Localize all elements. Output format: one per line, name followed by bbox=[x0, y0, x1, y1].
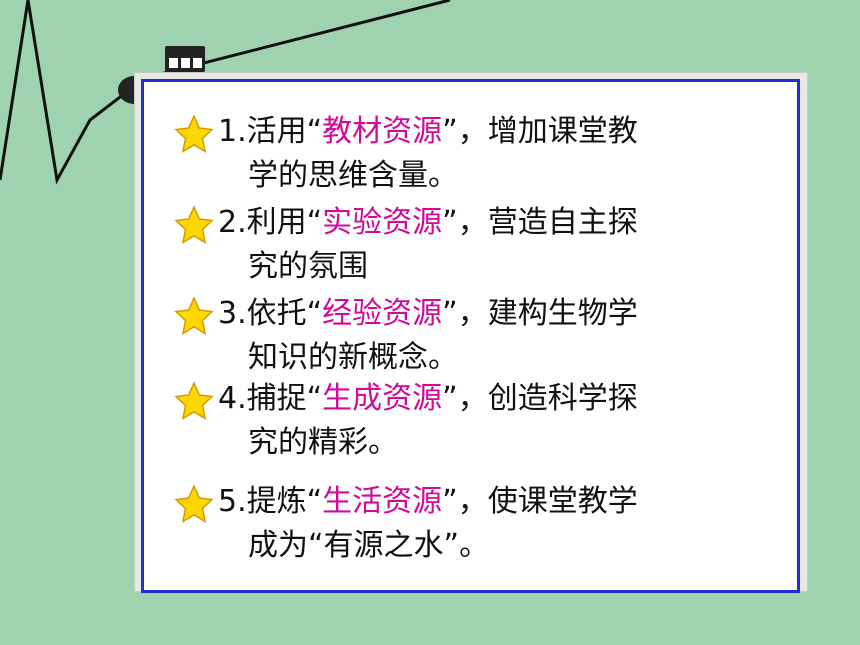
item-continuation: 成为“有源之水”。 bbox=[248, 528, 490, 563]
highlight-term: 生成资源 bbox=[322, 381, 443, 416]
highlight-term: 生活资源 bbox=[322, 484, 443, 519]
table-icon bbox=[165, 46, 205, 72]
item-continuation: 知识的新概念。 bbox=[248, 340, 458, 375]
star-icon bbox=[174, 381, 214, 421]
star-icon bbox=[174, 114, 214, 154]
highlight-term: 实验资源 bbox=[322, 205, 443, 240]
star-icon bbox=[174, 296, 214, 336]
highlight-term: 经验资源 bbox=[322, 296, 443, 331]
star-icon bbox=[174, 205, 214, 245]
highlight-term: 教材资源 bbox=[322, 114, 443, 149]
star-icon bbox=[174, 484, 214, 524]
content-panel: 1.活用“教材资源”，增加课堂教 学的思维含量。 2.利用“实验资源”，营造自主… bbox=[141, 79, 800, 593]
item-continuation: 究的精彩。 bbox=[248, 425, 398, 460]
item-continuation: 学的思维含量。 bbox=[248, 158, 458, 193]
item-continuation: 究的氛围 bbox=[248, 249, 368, 284]
